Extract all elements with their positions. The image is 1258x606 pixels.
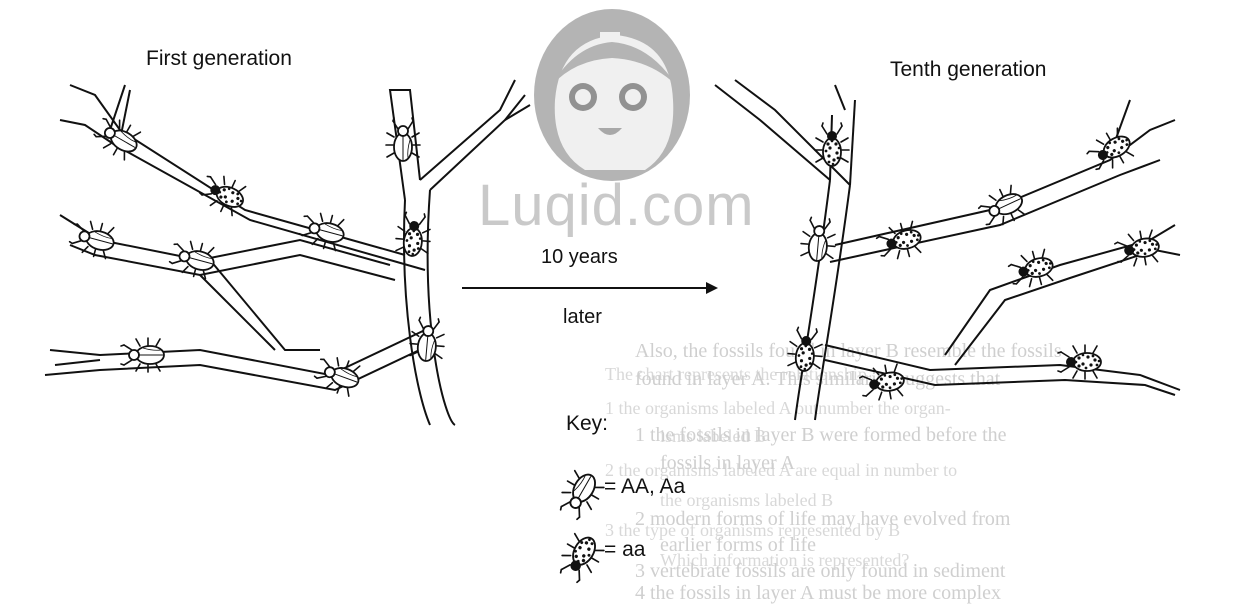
ghost-line: found in layer A. This similarity sugges… <box>635 368 1001 390</box>
ghost-line: 2 modern forms of life may have evolved … <box>635 508 1011 530</box>
ghost-line: 3 the type of organisms represented by B <box>605 520 901 540</box>
first-generation-beetles <box>66 110 448 400</box>
tenth-generation-beetles <box>785 122 1163 405</box>
ghost-line: 4 the fossils in layer A must be more co… <box>635 582 1002 604</box>
ghost-line: isms labeled B <box>660 426 766 446</box>
first-generation-label: First generation <box>146 47 292 70</box>
key-title: Key: <box>566 412 609 435</box>
key-dark-beetle-icon <box>552 528 608 588</box>
arrow-bottom-label: later <box>563 306 602 328</box>
ghost-line: 1 the organisms labeled A outnumber the … <box>605 398 951 418</box>
tenth-generation-label: Tenth generation <box>890 58 1047 81</box>
ghost-line: 1 the fossils in layer B were formed bef… <box>635 424 1007 446</box>
key-light-beetle-label: = AA, Aa <box>604 475 686 498</box>
ghost-line: 3 vertebrate fossils are only found in s… <box>635 560 1006 582</box>
ghost-line: earlier forms of life <box>660 534 817 556</box>
ghost-line: fossils in layer A <box>660 452 795 474</box>
cartoon-face-watermark <box>534 9 690 181</box>
time-arrow <box>462 282 718 294</box>
watermark-text: Luqid.com <box>478 173 755 238</box>
arrow-top-label: 10 years <box>541 246 618 268</box>
ghost-line: Which information is represented? <box>660 550 910 570</box>
key-light-beetle-icon <box>552 465 608 525</box>
right-tree <box>714 79 1181 421</box>
ghost-line: the organisms labeled B <box>660 490 834 510</box>
ghost-line: 2 the organisms labeled A are equal in n… <box>605 460 958 480</box>
ghost-line: The chart represents the relationship... <box>605 364 881 384</box>
key-dark-beetle-label: = aa <box>604 538 646 561</box>
